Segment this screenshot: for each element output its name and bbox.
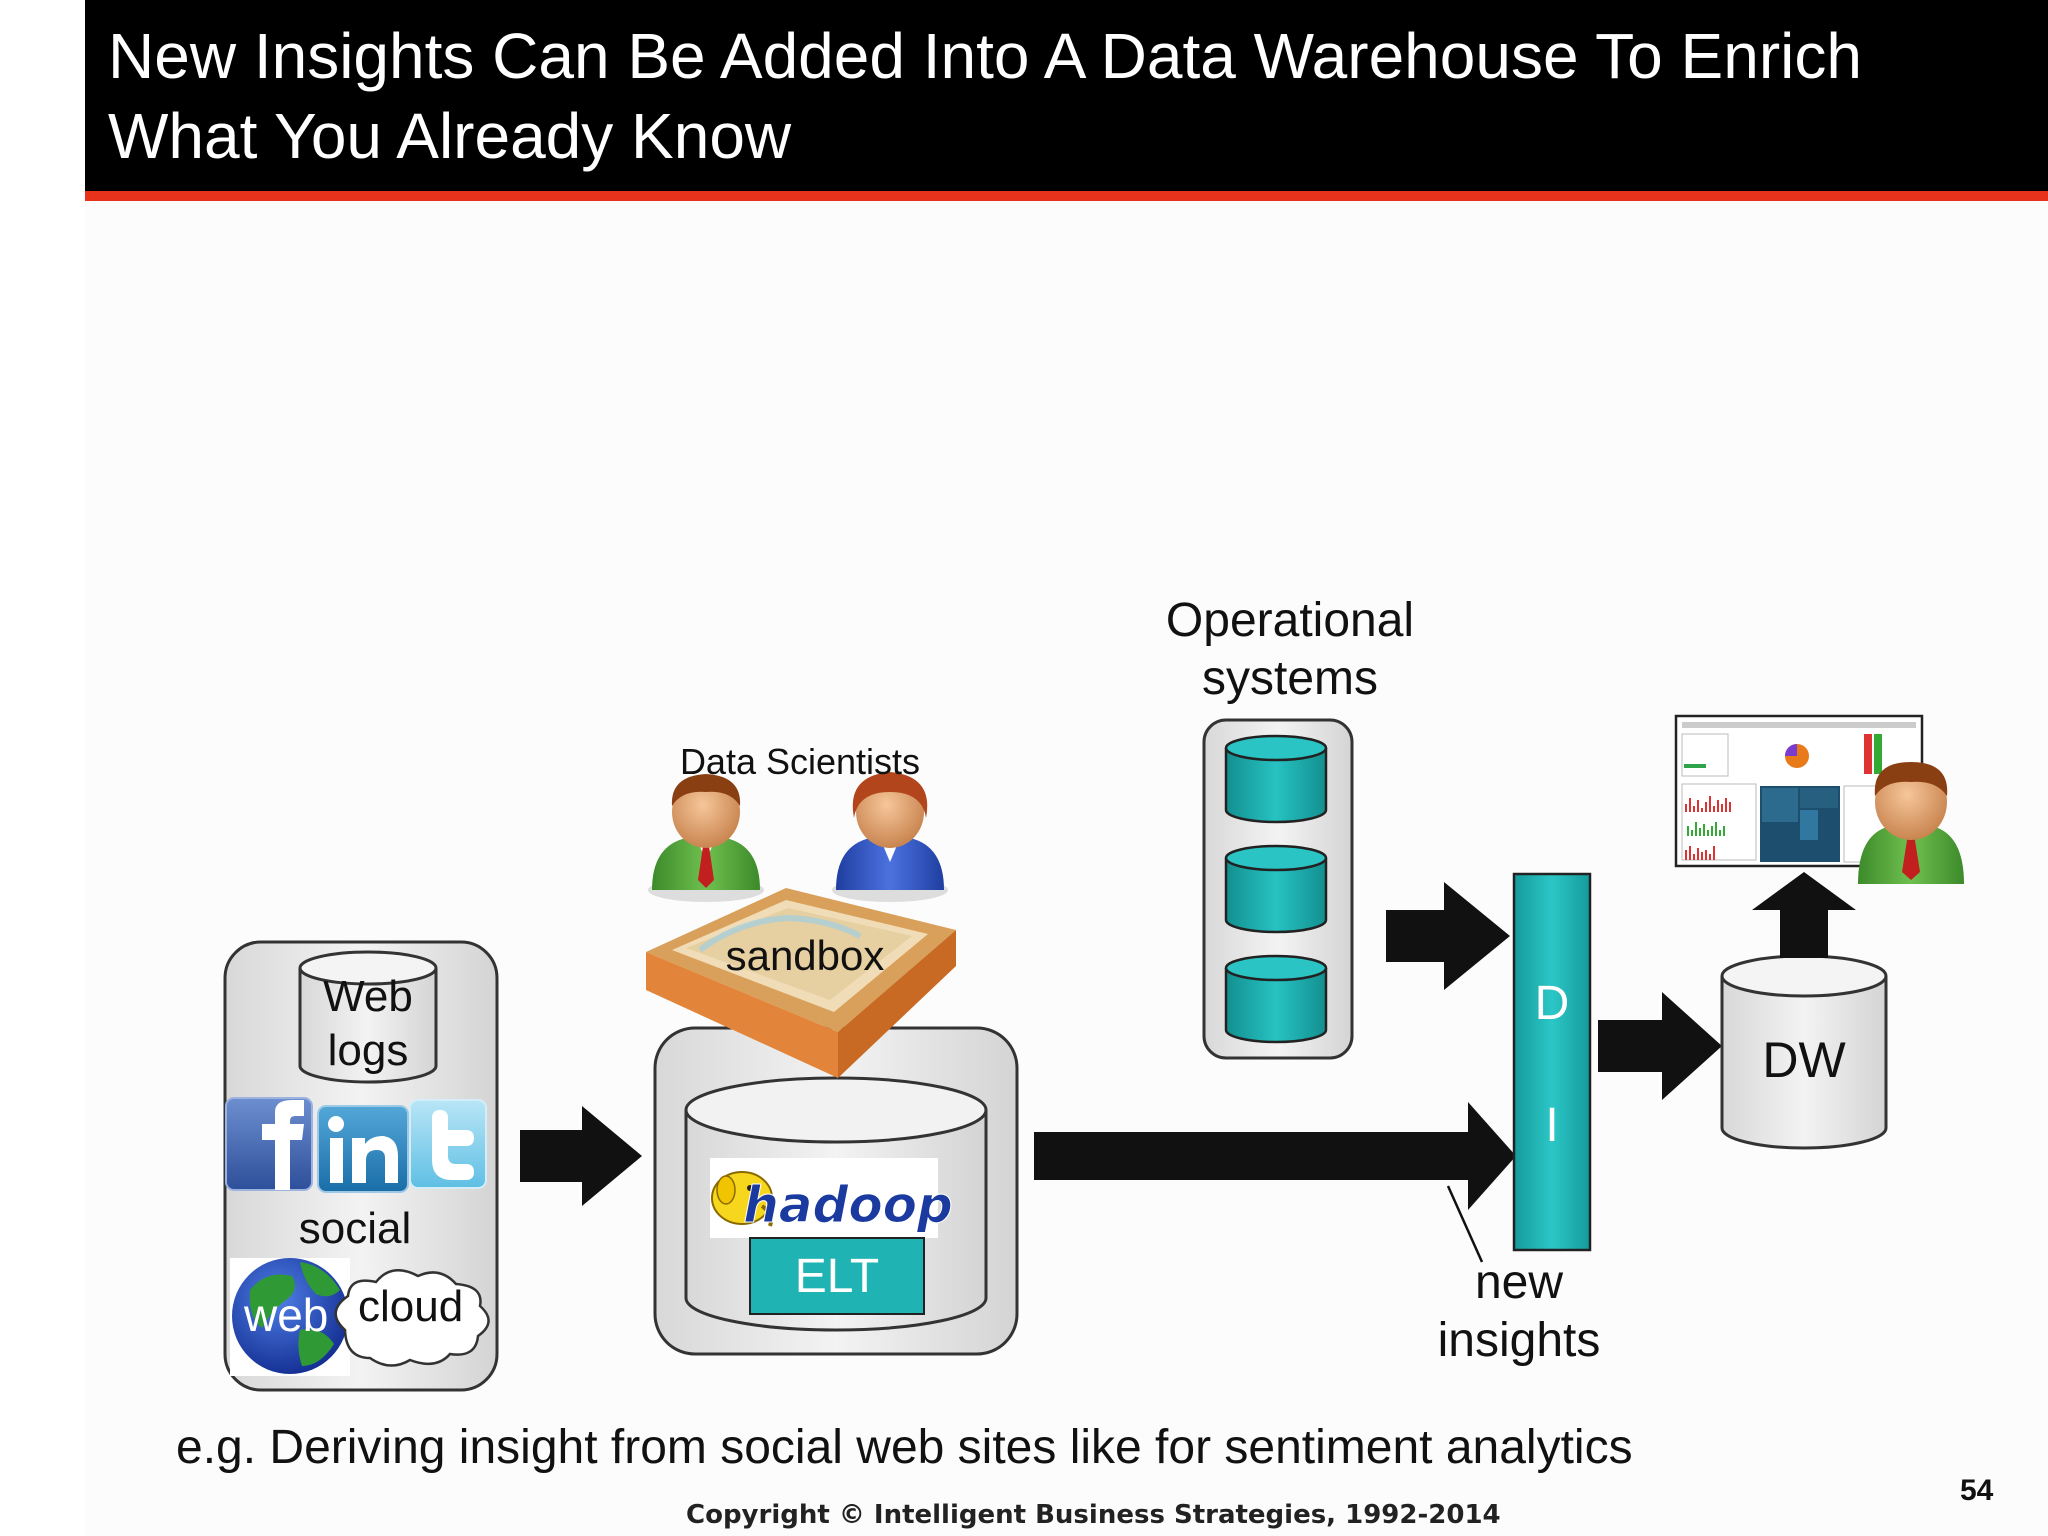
globe-icon: [230, 1258, 350, 1376]
operational-db-1: [1224, 734, 1328, 824]
business-user-icon: [1858, 762, 1964, 884]
title-bar: [85, 0, 2048, 191]
dw-cylinder: [1720, 954, 1888, 1150]
elt-label: ELT: [794, 1250, 880, 1303]
data-scientists-label: Data Scientists: [679, 741, 921, 782]
twitter-icon: [409, 1099, 487, 1189]
new-insights-label-line1: new: [1474, 1256, 1564, 1309]
di-bar: [1512, 872, 1592, 1252]
title-underline: [85, 191, 2048, 201]
page-number: 54: [1960, 1474, 1994, 1507]
arrow-dw-to-dashboard: [1752, 872, 1856, 958]
weblogs-label-line1: Web: [323, 972, 413, 1021]
data-scientist-green-icon: [648, 774, 764, 902]
operational-db-3: [1224, 954, 1328, 1044]
copyright-footer: Copyright © Intelligent Business Strateg…: [686, 1500, 1501, 1530]
arrow-operational-to-di: [1386, 882, 1510, 990]
web-label: web: [244, 1289, 329, 1341]
social-label: social: [298, 1204, 412, 1253]
arrow-di-to-dw: [1598, 992, 1722, 1100]
linkedin-icon: [317, 1105, 409, 1193]
hadoop-logo: [710, 1158, 938, 1238]
cloud-icon: [334, 1269, 490, 1367]
arrow-sources-to-hadoop: [520, 1106, 642, 1206]
cloud-label: cloud: [358, 1282, 464, 1331]
slide-title: New Insights Can Be Added Into A Data Wa…: [108, 20, 1862, 172]
di-letter-i: I: [1545, 1099, 1559, 1152]
sandbox-icon: [646, 888, 956, 1078]
sandbox-label: sandbox: [725, 932, 885, 979]
operational-label-line1: Operational: [1165, 594, 1415, 647]
arrow-hadoop-to-di: [1034, 1102, 1516, 1210]
slide-caption: e.g. Deriving insight from social web si…: [176, 1421, 1633, 1474]
dw-label: DW: [1762, 1032, 1846, 1088]
data-scientist-blue-icon: [832, 772, 948, 902]
operational-db-2: [1224, 844, 1328, 934]
elt-box: [749, 1237, 925, 1315]
weblogs-cylinder: [298, 950, 438, 1084]
hadoop-wordmark: hadoop: [743, 1176, 953, 1234]
operational-label-line2: systems: [1201, 652, 1378, 705]
weblogs-label-line2: logs: [327, 1026, 409, 1075]
new-insights-pointer: [1446, 1185, 1484, 1263]
new-insights-label-line2: insights: [1437, 1314, 1601, 1367]
di-letter-d: D: [1534, 977, 1570, 1030]
facebook-icon: [225, 1097, 313, 1191]
